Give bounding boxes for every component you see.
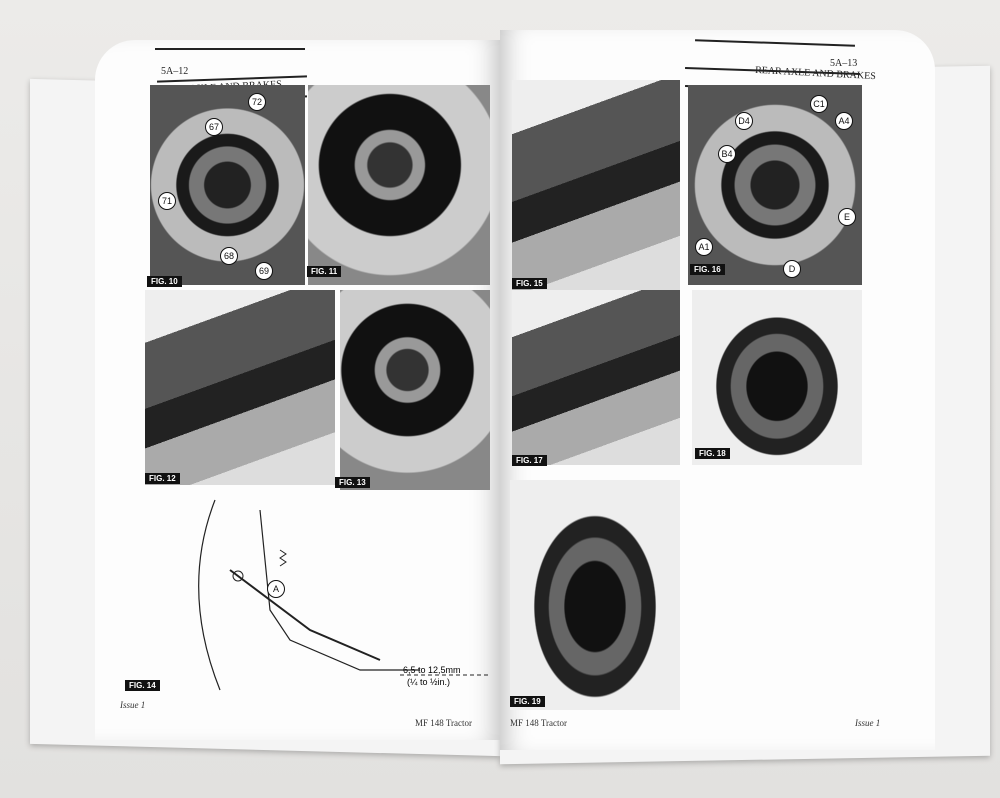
footer-title: MF 148 Tractor — [510, 718, 568, 728]
fig-label: FIG. 10 — [147, 276, 182, 287]
dimension-text: 6,5 to 12,5mm — [403, 665, 461, 675]
callout: A1 — [695, 238, 713, 256]
fig-15-photo — [512, 80, 680, 290]
callout: C1 — [810, 95, 828, 113]
right-page: 5A–13 REAR AXLE AND BRAKES FIG. 15 FIG. … — [500, 30, 935, 750]
callout: B4 — [718, 145, 736, 163]
callout: 67 — [205, 118, 223, 136]
callout: 69 — [255, 262, 273, 280]
fig-16-photo — [688, 85, 862, 285]
fig-label: FIG. 12 — [145, 473, 180, 484]
fig-label: FIG. 18 — [695, 448, 730, 459]
fig-label: FIG. 13 — [335, 477, 370, 488]
callout: D4 — [735, 112, 753, 130]
fig-12-photo — [145, 290, 335, 485]
fig-label: FIG. 11 — [307, 266, 342, 277]
fig-14-drawing — [198, 499, 490, 691]
fig-13-photo — [340, 290, 490, 490]
callout: E — [838, 208, 856, 226]
callout: A4 — [835, 112, 853, 130]
callout: 71 — [158, 192, 176, 210]
callout: D — [783, 260, 801, 278]
page-number: 5A–12 — [161, 66, 189, 77]
fig-label: FIG. 19 — [510, 696, 545, 707]
fig-label: FIG. 17 — [512, 455, 547, 466]
callout: 68 — [220, 247, 238, 265]
footer-title: MF 148 Tractor — [415, 718, 473, 728]
header-rule — [155, 48, 305, 50]
header-rule — [695, 39, 855, 47]
footer-issue: Issue 1 — [855, 718, 881, 728]
footer-issue: Issue 1 — [120, 700, 146, 710]
fig-label: FIG. 14 — [125, 680, 160, 691]
section-title: REAR AXLE AND BRAKES — [754, 64, 877, 83]
fig-19-photo — [510, 480, 680, 710]
fig-18-photo — [692, 290, 862, 465]
dimension-inches: (¼ to ½in.) — [407, 677, 451, 687]
fig-11-photo — [308, 85, 490, 285]
fig-17-photo — [512, 290, 680, 465]
callout: 72 — [248, 93, 266, 111]
fig-label: FIG. 16 — [690, 264, 725, 275]
callout: A — [267, 580, 285, 598]
page-number: 5A–13 — [830, 58, 858, 69]
fig-label: FIG. 15 — [512, 278, 547, 289]
left-page: 5A–12 REAR AXLE AND BRAKES FIG. 10 72 67… — [95, 40, 500, 740]
